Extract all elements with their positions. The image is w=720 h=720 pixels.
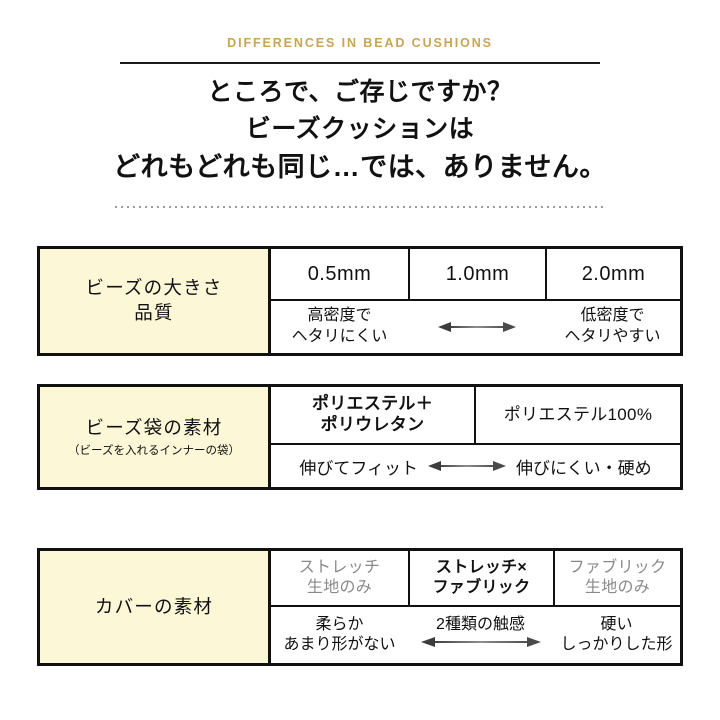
- header-row-bead-size: 0.5mm 1.0mm 2.0mm: [271, 249, 680, 301]
- table-content-bead-bag: ポリエステル＋ ポリウレタン ポリエステル100% 伸びてフィット: [271, 387, 680, 487]
- header-cell-bead-2-0mm: 2.0mm: [545, 249, 680, 299]
- desc-right-line-1: 硬い: [600, 615, 633, 633]
- header-cell-fabric-only: ファブリック 生地のみ: [553, 551, 680, 605]
- header-line-1: ストレッチ: [298, 558, 381, 576]
- table-label-cell-bead-size: ビーズの大きさ 品質: [40, 249, 271, 353]
- header-line-2: ファブリック: [432, 579, 531, 596]
- header-line-1: ポリエステル＋: [311, 394, 434, 414]
- desc-left-line-2: あまり形がない: [283, 636, 396, 653]
- header-line-1: ファブリック: [568, 558, 667, 576]
- header-line-2: ポリウレタン: [320, 415, 425, 434]
- headline-line-3: どれもどれも同じ…では、ありません。: [113, 152, 607, 182]
- desc-left-line-2: ヘタリにくい: [291, 328, 388, 345]
- description-right-cover: 硬い しっかりした形: [553, 615, 680, 656]
- comparison-table-cover-material: カバーの素材 ストレッチ 生地のみ ストレッチ× ファブリック ファブリック 生…: [37, 548, 683, 666]
- double-headed-arrow-icon: [421, 634, 541, 650]
- table-label-text-bead-size: ビーズの大きさ 品質: [86, 276, 223, 326]
- description-middle-bead-size: [408, 319, 545, 335]
- eyebrow-title: DIFFERENCES IN BEAD CUSHIONS: [227, 36, 493, 50]
- page-headline: ところで、ご存じですか？ ビーズクッションは どれもどれも同じ…では、ありません…: [0, 74, 720, 188]
- label-line-1: ビーズの大きさ: [85, 277, 223, 299]
- header-cell-stretch-only: ストレッチ 生地のみ: [271, 551, 408, 605]
- table-content-bead-size: 0.5mm 1.0mm 2.0mm 高密度で ヘタリにくい: [271, 249, 680, 353]
- header-cell-polyester-100: ポリエステル100%: [474, 387, 680, 443]
- desc-right-line-1: 低密度で: [580, 307, 645, 325]
- header-row-bead-bag: ポリエステル＋ ポリウレタン ポリエステル100%: [271, 387, 680, 445]
- header-rule: [120, 62, 600, 64]
- header-cell-bead-1-0mm: 1.0mm: [408, 249, 545, 299]
- headline-line-2: ビーズクッションは: [245, 115, 475, 143]
- table-label-text-bead-bag: ビーズ袋の素材: [86, 416, 223, 441]
- eyebrow-wrapper: DIFFERENCES IN BEAD CUSHIONS: [0, 34, 720, 52]
- table-label-cell-cover: カバーの素材: [40, 551, 271, 663]
- double-headed-arrow-icon: [437, 319, 516, 335]
- header-line-1: ストレッチ×: [435, 558, 528, 576]
- header-cell-polyester-polyurethane: ポリエステル＋ ポリウレタン: [271, 387, 474, 443]
- header-line-2: 生地のみ: [584, 579, 651, 596]
- header-row-cover: ストレッチ 生地のみ ストレッチ× ファブリック ファブリック 生地のみ: [271, 551, 680, 607]
- label-line-1: カバーの素材: [94, 595, 214, 617]
- description-row-bead-size: 高密度で ヘタリにくい: [271, 301, 680, 353]
- headline-line-1: ところで、ご存じですか？: [207, 78, 513, 106]
- header-line-2: 生地のみ: [306, 579, 373, 596]
- description-row-cover: 柔らか あまり形がない 2種類の触感 硬い しっかりした形: [271, 607, 680, 663]
- table-label-cell-bead-bag: ビーズ袋の素材 （ビーズを入れるインナーの袋）: [40, 387, 271, 487]
- table-label-text-cover: カバーの素材: [95, 595, 213, 620]
- table-label-note-bead-bag: （ビーズを入れるインナーの袋）: [68, 444, 240, 457]
- description-left-cover: 柔らか あまり形がない: [271, 615, 408, 656]
- description-left-bead-size: 高密度で ヘタリにくい: [271, 306, 408, 348]
- comparison-table-bead-size: ビーズの大きさ 品質 0.5mm 1.0mm 2.0mm 高密度で ヘタリにくい: [37, 246, 683, 356]
- double-headed-arrow-icon: [428, 458, 506, 474]
- comparison-table-bead-bag-material: ビーズ袋の素材 （ビーズを入れるインナーの袋） ポリエステル＋ ポリウレタン ポ…: [37, 384, 683, 490]
- arrow-wrapper-cover: [401, 634, 561, 650]
- label-line-2: 品質: [134, 302, 174, 323]
- description-right-bead-size: 低密度で ヘタリやすい: [545, 306, 680, 348]
- desc-left-line-1: 柔らか: [315, 615, 364, 633]
- description-middle-cover: 2種類の触感: [408, 615, 553, 656]
- dotted-divider: [113, 206, 607, 208]
- desc-right-bead-bag: 伸びにくい・硬め: [516, 458, 652, 478]
- description-grid-cover: 柔らか あまり形がない 2種類の触感 硬い しっかりした形: [271, 615, 680, 656]
- desc-left-line-1: 高密度で: [307, 307, 372, 325]
- table-content-cover: ストレッチ 生地のみ ストレッチ× ファブリック ファブリック 生地のみ: [271, 551, 680, 663]
- description-row-bead-bag: 伸びてフィット: [271, 445, 680, 487]
- label-line-1: ビーズ袋の素材: [85, 417, 223, 439]
- desc-mid-line-1: 2種類の触感: [436, 615, 525, 633]
- desc-right-line-2: しっかりした形: [560, 636, 673, 653]
- description-content-bead-bag: 伸びてフィット: [271, 454, 680, 479]
- header-cell-stretch-x-fabric: ストレッチ× ファブリック: [408, 551, 553, 605]
- desc-left-bead-bag: 伸びてフィット: [299, 458, 418, 478]
- header-cell-bead-0-5mm: 0.5mm: [307, 262, 372, 285]
- desc-right-line-2: ヘタリやすい: [564, 328, 661, 345]
